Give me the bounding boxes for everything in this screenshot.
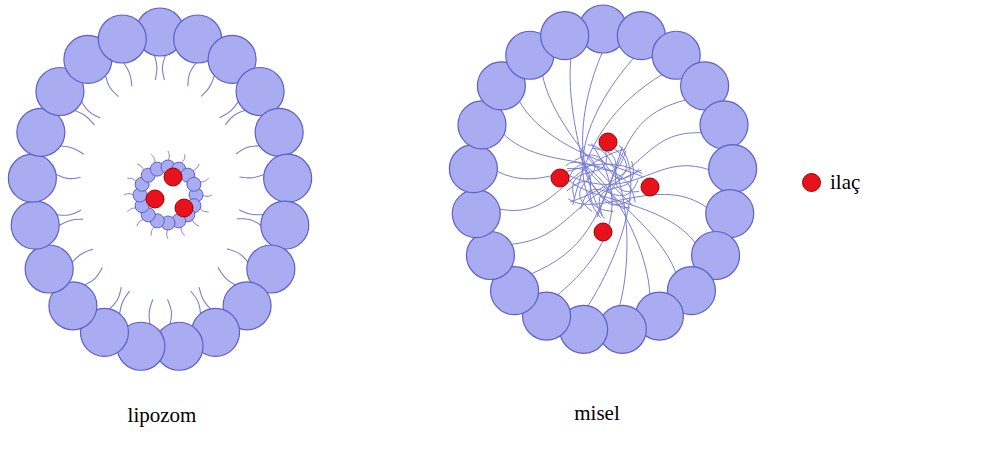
lipid-tail: [236, 146, 261, 154]
lipid-tail: [181, 226, 185, 235]
lipid-tail: [73, 110, 94, 125]
lipid-tail: [181, 154, 185, 163]
lipid-tail: [227, 249, 249, 263]
lipid-tail: [519, 100, 644, 178]
lipid-tail: [71, 249, 93, 263]
lipid-head: [187, 177, 201, 191]
lipid-tail: [202, 195, 212, 196]
drug-molecule: [599, 133, 617, 151]
liposome: [8, 8, 311, 370]
lipid-tail: [199, 287, 211, 310]
drug-molecule: [164, 168, 182, 186]
drug-molecule: [551, 169, 569, 187]
lipid-tail: [581, 180, 638, 209]
lipid-tail: [188, 62, 197, 86]
lipid-head: [706, 190, 754, 238]
drug-molecule: [146, 190, 164, 208]
figure-label: misel: [574, 401, 620, 426]
lipid-tail: [566, 162, 650, 296]
lipid-head: [449, 145, 497, 193]
lipid-tail: [123, 62, 132, 86]
lipid-tail: [137, 164, 144, 171]
lipid-head: [255, 108, 303, 156]
lipid-head: [98, 15, 146, 63]
lipid-head: [709, 145, 757, 193]
lipid-tail: [149, 299, 153, 325]
lipid-tail: [109, 287, 122, 310]
lipid-tail: [239, 210, 265, 215]
lipid-tail: [127, 178, 136, 182]
lipid-tail: [218, 267, 237, 285]
lipid-tail: [154, 54, 157, 80]
lipid-tail: [201, 74, 215, 96]
lipid-tail: [199, 178, 208, 182]
lipid-head: [452, 190, 500, 238]
lipid-tail: [542, 73, 633, 205]
lipid-tail: [151, 226, 155, 235]
lipid-tail: [192, 219, 199, 226]
drug-molecule: [641, 178, 659, 196]
lipid-tail: [599, 161, 633, 216]
label-text: misel: [574, 401, 620, 425]
lipid-head: [25, 245, 73, 293]
lipid-tail: [59, 146, 84, 154]
legend-text: ilaç: [830, 170, 860, 195]
lipid-tail: [580, 151, 595, 212]
lipid-tail: [220, 101, 240, 118]
lipid-tail: [84, 268, 103, 286]
lipid-tail: [237, 219, 262, 226]
lipid-head: [264, 154, 312, 202]
lipid-tail: [192, 164, 199, 171]
lipid-head: [11, 201, 59, 249]
lipid-tail: [611, 149, 626, 210]
lipid-tail: [167, 229, 168, 239]
legend-swatch: [802, 173, 821, 192]
lipid-tail: [105, 74, 118, 96]
lipid-tail: [162, 54, 166, 80]
lipid-tail: [575, 155, 639, 179]
drug-molecule: [175, 199, 193, 217]
lipid-tail: [55, 210, 81, 215]
lipid-tail: [568, 194, 708, 208]
label-text: lipozom: [128, 403, 197, 427]
lipid-tail: [573, 144, 607, 199]
legend-entry: ilaç: [802, 170, 860, 195]
lipid-tail: [168, 151, 169, 161]
lipid-tail: [568, 151, 626, 180]
lipid-tail: [199, 208, 208, 212]
lipid-head: [8, 154, 56, 202]
lipid-tail: [191, 291, 201, 315]
drug-molecule: [594, 223, 612, 241]
lipid-tail: [55, 174, 81, 179]
lipid-tail: [119, 291, 129, 315]
lipid-tail: [597, 100, 688, 218]
lipid-tail: [58, 219, 83, 226]
lipid-tail: [567, 168, 614, 211]
lipid-tail: [593, 148, 639, 191]
lipid-head: [261, 201, 309, 249]
lipid-head: [700, 101, 748, 149]
lipid-head: [466, 232, 514, 280]
lipid-tail: [502, 133, 635, 203]
lipid-tail: [239, 174, 265, 178]
lipid-tail: [127, 208, 136, 212]
lipid-head: [541, 12, 589, 60]
lipid-tail: [124, 194, 134, 195]
micelle: [449, 5, 756, 353]
lipid-tail: [573, 73, 664, 204]
figure-label: lipozom: [128, 403, 197, 428]
lipid-tail: [151, 154, 155, 163]
lipid-tail: [167, 299, 171, 325]
lipid-tail: [137, 219, 144, 226]
